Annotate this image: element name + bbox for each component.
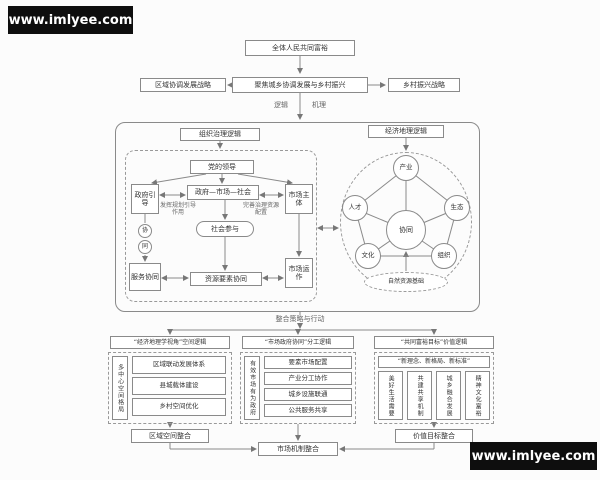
- goal-box: 全体人民共同富裕: [245, 40, 355, 56]
- strategy-left-box: 区域协调发展战略: [140, 78, 226, 92]
- section-title-value: “共同富裕目标”价值逻辑: [374, 336, 494, 349]
- framework-container: [115, 122, 480, 312]
- section-box-spatial: [108, 352, 232, 424]
- section-side-spatial: 多中心空间格局: [112, 356, 128, 420]
- division-item: 城乡设施联通: [264, 388, 352, 401]
- mechanism-label: 机理: [306, 101, 332, 110]
- value-column: 美好生活需要: [378, 371, 403, 420]
- triad-box: 政府—市场—社会: [187, 185, 259, 200]
- focus-box: 聚焦城乡协调发展与乡村振兴: [232, 77, 368, 93]
- governance-header-box: 组织治理逻辑: [180, 128, 260, 141]
- spatial-item: 区域联动发展体系: [132, 356, 226, 374]
- bottom-box-spatial: 区域空间整合: [131, 429, 209, 443]
- division-item: 产业分工协作: [264, 372, 352, 385]
- resource-box: 资源要素协同: [190, 272, 262, 286]
- participation-box: 社会参与: [196, 221, 254, 237]
- spatial-item: 乡村空间优化: [132, 398, 226, 416]
- geo-node-ecology: 生态: [444, 195, 470, 221]
- geo-center-circle: 协同: [386, 210, 426, 250]
- strategy-right-box: 乡村振兴战略: [388, 78, 460, 92]
- note-right: 完善治理资源配置: [242, 202, 279, 216]
- governance-dashed-box: [125, 150, 317, 302]
- value-column: 共建共享机制: [407, 371, 432, 420]
- section-box-division: [240, 352, 356, 424]
- bottom-box-market: 市场机制整合: [258, 442, 338, 456]
- value-column: 精神文化富裕: [465, 371, 490, 420]
- geo-node-industry: 产业: [393, 155, 419, 181]
- note-left: 发挥规划引导作用: [160, 202, 197, 216]
- bottom-box-value: 价值目标整合: [395, 429, 473, 443]
- geo-node-talent: 人才: [342, 195, 368, 221]
- logic-label: 逻辑: [268, 101, 294, 110]
- value-top-box: “新理念、新格局、新标准”: [378, 356, 490, 368]
- section-title-spatial: “经济地理学视角”空间逻辑: [110, 336, 230, 349]
- geo-node-culture: 文化: [355, 243, 381, 269]
- market-side-box: 市场主体: [285, 184, 313, 214]
- gov-side-box: 政府引导: [131, 184, 159, 214]
- section-box-value: [374, 352, 494, 424]
- value-column: 城乡融合发展: [436, 371, 461, 420]
- watermark-bottom-right: www.imlyee.com: [470, 442, 597, 470]
- party-box: 党的领导: [190, 160, 254, 174]
- integration-label: 整合策略与行动: [258, 315, 342, 324]
- division-item: 公共服务共享: [264, 404, 352, 417]
- division-item: 要素市场配置: [264, 356, 352, 369]
- watermark-top-left: www.imlyee.com: [8, 6, 133, 34]
- geo-base-ellipse: 自然资源基础: [364, 272, 448, 292]
- section-title-division: “市场政府协同”分工逻辑: [242, 336, 354, 349]
- operation-box: 市场运作: [285, 258, 313, 288]
- section-side-division: 有效市场有为政府: [244, 356, 260, 420]
- geography-header-box: 经济地理逻辑: [368, 125, 444, 138]
- coordination-circle-2: 同: [138, 240, 152, 254]
- spatial-item: 县城载体建设: [132, 377, 226, 395]
- service-box: 服务协同: [129, 263, 161, 291]
- geo-node-organization: 组织: [431, 243, 457, 269]
- coordination-circle-1: 协: [138, 224, 152, 238]
